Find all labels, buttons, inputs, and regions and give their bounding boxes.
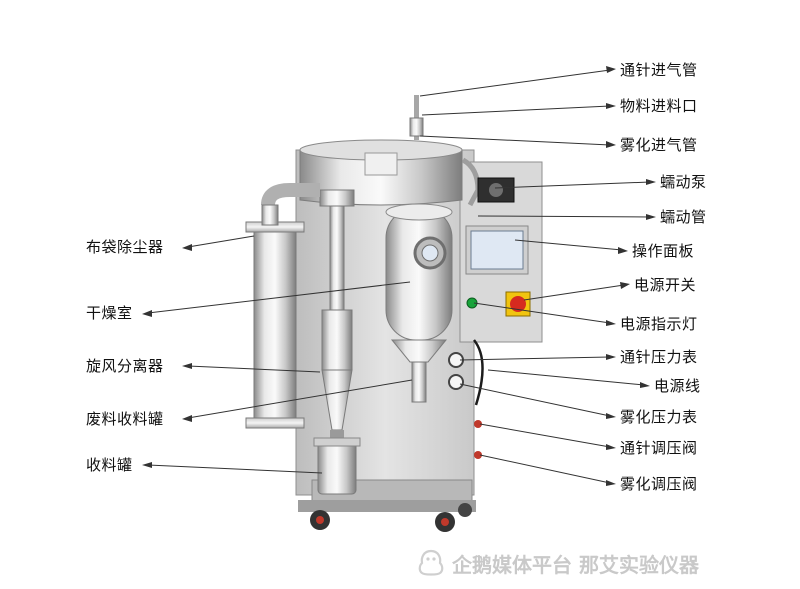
label-drying-chamber: 干燥室 — [86, 304, 133, 322]
label-power-cord: 电源线 — [654, 377, 701, 395]
drying-chamber-shape — [319, 189, 355, 331]
bag-dust-collector-shape — [245, 183, 320, 429]
label-atomizing-regulator-valve: 雾化调压阀 — [620, 475, 698, 493]
watermark: 企鹅媒体平台 那艾实验仪器 — [416, 548, 699, 578]
arrowheads-left — [142, 244, 192, 468]
label-power-switch: 电源开关 — [634, 276, 697, 294]
operation-panel-shape — [465, 225, 529, 275]
label-needle-pressure-gauge: 通针压力表 — [620, 348, 698, 366]
power-controls — [466, 291, 531, 317]
label-material-inlet: 物料进料口 — [620, 97, 698, 115]
label-atomizing-pressure-gauge: 雾化压力表 — [620, 408, 698, 426]
label-needle-air-pipe: 通针进气管 — [620, 61, 698, 79]
arrowheads-right — [606, 66, 656, 486]
label-waste-collector: 废料收料罐 — [86, 410, 164, 428]
label-operation-panel: 操作面板 — [632, 242, 695, 260]
leader-lines-left — [147, 235, 413, 474]
label-atomizing-air-pipe: 雾化进气管 — [620, 136, 698, 154]
leader-lines-right — [419, 69, 651, 484]
casters — [310, 503, 472, 532]
label-needle-regulator-valve: 通针调压阀 — [620, 439, 698, 457]
label-power-indicator: 电源指示灯 — [620, 315, 698, 333]
penguin-logo-icon — [418, 549, 444, 576]
label-peristaltic-pump: 蠕动泵 — [660, 173, 707, 191]
pressure-gauges — [448, 352, 482, 459]
cyclone-vessel — [385, 203, 453, 403]
label-cyclone-separator: 旋风分离器 — [86, 357, 164, 375]
top-drum — [299, 139, 463, 206]
label-collection-jar: 收料罐 — [86, 456, 133, 474]
peristaltic-pump-shape — [477, 177, 515, 203]
label-bag-dust-collector: 布袋除尘器 — [86, 238, 164, 256]
separator-column — [321, 309, 353, 442]
label-peristaltic-tube: 蠕动管 — [660, 208, 707, 226]
collection-jar-shape — [313, 437, 361, 495]
power-cord-shape — [472, 339, 484, 406]
watermark-text: 企鹅媒体平台 那艾实验仪器 — [452, 552, 699, 577]
